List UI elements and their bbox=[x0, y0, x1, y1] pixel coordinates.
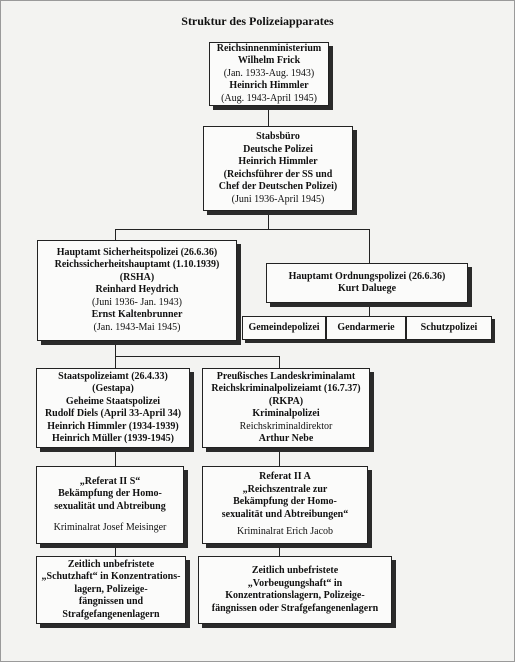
connector-line bbox=[115, 356, 116, 368]
box-hauptamt-ordnungspolizei: Hauptamt Ordnungspolizei (26.6.36) Kurt … bbox=[266, 263, 468, 303]
box-landeskriminalamt: Preußisches Landeskriminalamt Reichskrim… bbox=[202, 368, 370, 448]
box-line: Geheime Staatspolizei bbox=[65, 395, 161, 407]
box-line: Arthur Nebe bbox=[258, 433, 314, 444]
box-line: sexualität und Abtreibung bbox=[54, 500, 166, 512]
box-line: Bekämpfung der Homo- bbox=[58, 488, 162, 499]
box-line: Chef der Deutschen Polizei) bbox=[218, 181, 338, 192]
connector-line bbox=[115, 229, 116, 240]
box-referat-2a: Referat II A „Reichszentrale zur Bekämpf… bbox=[202, 466, 368, 544]
connector-line bbox=[115, 544, 116, 556]
box-line: Kriminalrat Erich Jacob bbox=[236, 526, 334, 538]
box-line: Reichsinnenministerium bbox=[216, 42, 322, 54]
box-line: Reichssicherheitshauptamt (1.10.1939) bbox=[54, 259, 220, 271]
box-line: Heinrich Himmler (1934-1939) bbox=[47, 420, 179, 432]
box-referat-2s: „Referat II S“ Bekämpfung der Homo- sexu… bbox=[36, 466, 184, 544]
box-gemeindepolizei: Gemeindepolizei bbox=[242, 316, 326, 340]
chart-title: Struktur des Polizeiapparates bbox=[181, 14, 334, 28]
box-line: Referat II A bbox=[259, 471, 311, 483]
connector-line bbox=[268, 106, 269, 126]
box-gendarmerie: Gendarmerie bbox=[326, 316, 406, 340]
box-line: Staatspolizeiamt (26.4.33) bbox=[58, 370, 168, 382]
box-line: Stabsbüro bbox=[256, 131, 300, 142]
box-line: Zeitlich unbefristete bbox=[67, 558, 155, 570]
box-line: Reichskriminaldirektor bbox=[239, 420, 333, 432]
box-schutzhaft: Zeitlich unbefristete „Schutzhaft“ in Ko… bbox=[36, 556, 186, 624]
box-line: (Aug. 1943-April 1945) bbox=[221, 92, 317, 104]
box-line: Hauptamt Sicherheitspolizei (26.6.36) bbox=[56, 246, 218, 258]
box-line: Konzentrationslagern, Polizeige- bbox=[225, 590, 365, 601]
connector-line bbox=[115, 448, 116, 466]
box-line: „Referat II S“ bbox=[79, 475, 141, 487]
box-line: Bekämpfung der Homo- bbox=[233, 496, 337, 508]
box-line: Wilhelm Frick bbox=[237, 55, 301, 67]
box-line: Heinrich Müller (1939-1945) bbox=[51, 433, 175, 444]
connector-line bbox=[279, 448, 280, 466]
connector-line bbox=[115, 356, 279, 357]
box-reichsinnenministerium: Reichsinnenministerium Wilhelm Frick (Ja… bbox=[209, 42, 329, 106]
box-line: Kriminalrat Josef Meisinger bbox=[53, 522, 167, 533]
box-line: Zeitlich unbefristete bbox=[251, 565, 339, 576]
box-line: Rudolf Diels (April 33-April 34) bbox=[44, 408, 182, 419]
box-hauptamt-sicherheitspolizei: Hauptamt Sicherheitspolizei (26.6.36) Re… bbox=[37, 240, 237, 341]
box-stabsbuero: Stabsbüro Deutsche Polizei Heinrich Himm… bbox=[203, 126, 353, 211]
box-line: (RSHA) bbox=[119, 271, 155, 283]
connector-line bbox=[279, 356, 280, 368]
connector-line bbox=[369, 229, 370, 263]
connector-line bbox=[369, 303, 370, 316]
box-line: Deutsche Polizei bbox=[243, 143, 313, 155]
box-line: Kriminalpolizei bbox=[252, 408, 320, 419]
box-line: (Gestapa) bbox=[92, 383, 134, 394]
box-staatspolizeiamt: Staatspolizeiamt (26.4.33) (Gestapa) Geh… bbox=[36, 368, 190, 448]
box-line: „Vorbeugungshaft“ in bbox=[247, 577, 343, 589]
box-schutzpolizei: Schutzpolizei bbox=[406, 316, 492, 340]
box-line: „Reichszentrale zur bbox=[242, 483, 328, 495]
box-line: Ernst Kaltenbrunner bbox=[91, 309, 183, 321]
box-line: Strafgefangenenlagern bbox=[62, 608, 160, 620]
box-line: (Jan. 1943-Mai 1945) bbox=[93, 321, 181, 333]
box-line: (Juni 1936- Jan. 1943) bbox=[92, 296, 182, 308]
box-line: (Juni 1936-April 1945) bbox=[231, 193, 325, 205]
box-vorbeugungshaft: Zeitlich unbefristete „Vorbeugungshaft“ … bbox=[198, 556, 392, 624]
connector-line bbox=[115, 341, 116, 356]
box-line: (RKPA) bbox=[268, 395, 304, 407]
box-line: lagern, Polizeige- bbox=[74, 583, 148, 595]
connector-line bbox=[268, 211, 269, 229]
box-line: Hauptamt Ordnungspolizei (26.6.36) bbox=[288, 270, 446, 282]
box-line: (Reichsführer der SS und bbox=[223, 168, 333, 180]
box-line: fängnissen und bbox=[78, 596, 144, 608]
box-line: Heinrich Himmler bbox=[238, 156, 318, 167]
box-line: Reichskriminalpolizeiamt (16.7.37) bbox=[211, 383, 361, 394]
box-line: Preußisches Landeskriminalamt bbox=[216, 370, 356, 382]
connector-line bbox=[115, 229, 369, 230]
box-line: (Jan. 1933-Aug. 1943) bbox=[223, 67, 315, 79]
box-line: fängnissen oder Strafgefangenenlagern bbox=[211, 602, 379, 614]
box-line: Kurt Daluege bbox=[337, 283, 397, 294]
box-line: sexualität und Abtreibungen“ bbox=[221, 508, 349, 520]
box-line: „Schutzhaft“ in Konzentrations- bbox=[41, 571, 181, 583]
connector-line bbox=[279, 544, 280, 556]
box-line: Heinrich Himmler bbox=[229, 80, 309, 92]
box-line: Reinhard Heydrich bbox=[95, 284, 179, 296]
